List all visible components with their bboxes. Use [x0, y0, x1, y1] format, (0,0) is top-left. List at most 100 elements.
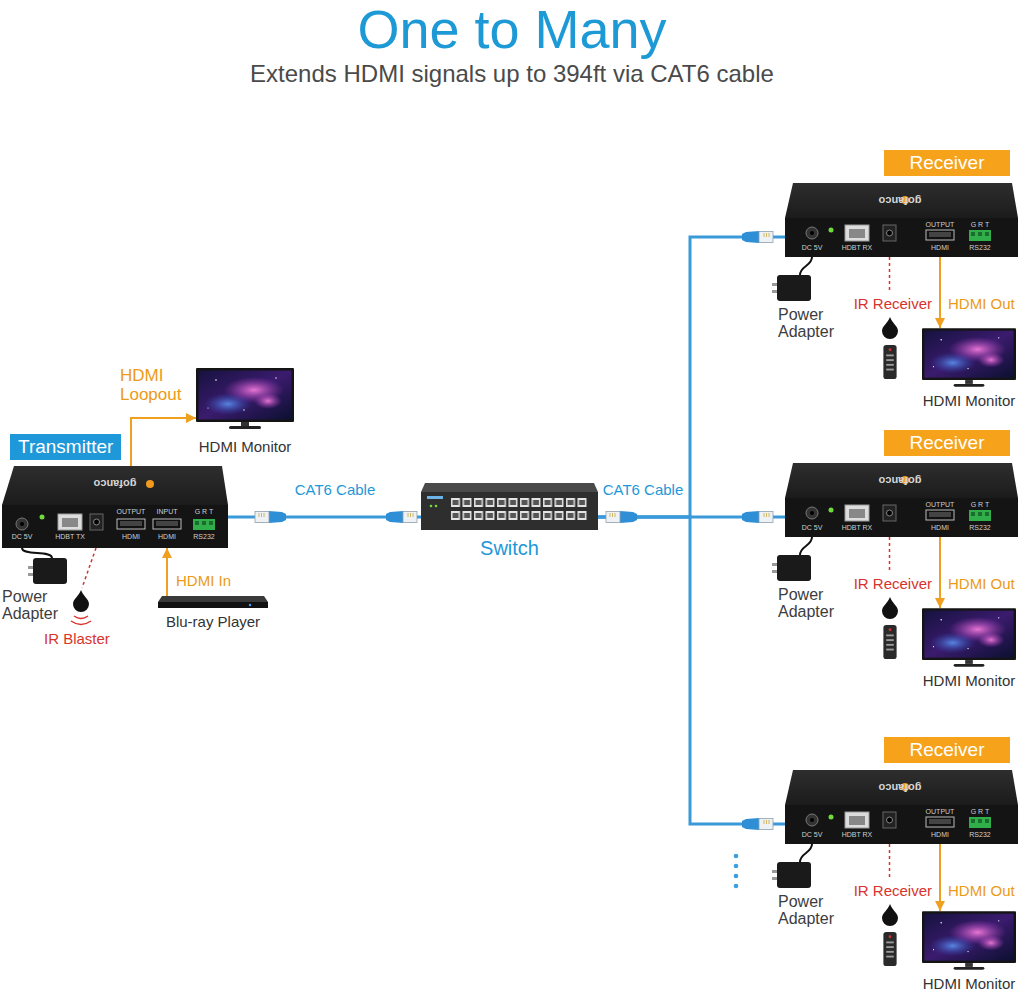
rect-part	[427, 496, 443, 499]
edge-label: CAT6 Cable	[290, 481, 380, 498]
circle-part	[94, 519, 100, 525]
port-label: DC 5V	[8, 533, 36, 541]
port-label: HDMI	[925, 831, 955, 839]
hdmi-monitor: HDMI Monitor	[196, 368, 294, 430]
loopout-monitor	[196, 368, 294, 429]
path-part	[22, 548, 52, 558]
port-label: OUTPUT	[922, 501, 958, 509]
node-label: Receiver	[884, 430, 1010, 456]
rect-part	[421, 492, 598, 530]
polygon-part	[421, 483, 598, 492]
node-label: Blu-ray Player	[148, 613, 278, 630]
port-label: HDMI	[925, 244, 955, 252]
port-label: HDBT RX	[839, 244, 875, 252]
circle-part	[16, 518, 28, 530]
rect-part	[62, 518, 78, 527]
use-part	[883, 625, 896, 659]
use-part	[922, 608, 1016, 667]
edge-label: CAT6 Cable	[598, 481, 688, 498]
hdmi-monitor: HDMI Monitor	[922, 911, 1016, 971]
node-label: HDMI Monitor	[918, 672, 1020, 689]
rect-part	[209, 521, 213, 525]
pin-label: G R T	[189, 508, 219, 516]
rect-part	[117, 519, 145, 529]
rj45-plug	[742, 818, 773, 830]
hdmi-arrow	[939, 537, 941, 608]
rect-part	[195, 521, 199, 525]
path-part	[889, 537, 891, 571]
use-part	[922, 328, 1016, 387]
use-part	[772, 275, 811, 301]
circle-part	[734, 854, 739, 859]
path-part	[889, 844, 891, 878]
port-label: HDBT TX	[52, 533, 88, 541]
transmitter-illustration	[2, 466, 228, 548]
pin-label: G R T	[965, 221, 995, 229]
edge-label: HDMI Out	[948, 295, 1020, 312]
circle-part	[40, 515, 45, 520]
part-label: IR Receiver	[846, 295, 932, 312]
path-part	[800, 537, 812, 555]
port-label: OUTPUT	[922, 221, 958, 229]
use-part	[883, 345, 896, 379]
path-part	[71, 616, 91, 625]
hdmi-arrow	[131, 418, 196, 466]
use-part	[883, 932, 896, 966]
rj45-plug	[255, 511, 286, 523]
rj45-plug	[742, 231, 773, 243]
circle-part	[146, 480, 154, 488]
circle-part	[20, 522, 24, 526]
hdmi-arrow	[166, 548, 168, 596]
rect-part	[450, 497, 588, 523]
rj45-plug	[606, 511, 637, 523]
use-part	[28, 558, 67, 584]
circle-part	[734, 884, 739, 889]
port-label: HDBT RX	[839, 524, 875, 532]
part-label: Power Adapter	[778, 586, 840, 620]
port-label: DC 5V	[798, 244, 826, 252]
port-label: HDMI	[152, 533, 182, 541]
use-part	[785, 770, 1018, 844]
circle-part	[435, 505, 438, 508]
node-label: Transmitter	[10, 434, 121, 460]
network-switch: Switch	[421, 483, 598, 530]
polygon-part	[2, 466, 228, 505]
pin-label: G R T	[965, 808, 995, 816]
path-part	[889, 257, 891, 291]
node-label: Switch	[421, 537, 598, 560]
circle-part	[430, 505, 433, 508]
bluray-player: Blu-ray Player	[158, 596, 268, 608]
part-label: Power Adapter	[778, 893, 840, 927]
port-label: OUTPUT	[113, 508, 149, 516]
use-part	[882, 904, 898, 926]
rj45-plug	[386, 511, 417, 523]
brand-logo: gofanco	[870, 781, 930, 794]
brand-logo: gofanco	[85, 477, 145, 490]
use-part	[73, 590, 89, 612]
rect-part	[153, 519, 181, 529]
node-label: HDMI Monitor	[918, 975, 1020, 992]
port-label: RS232	[965, 831, 995, 839]
path-part	[800, 257, 812, 275]
port-label: RS232	[965, 524, 995, 532]
use-part	[882, 317, 898, 339]
node-label: HDMI Monitor	[918, 392, 1020, 409]
rect-part	[156, 521, 178, 526]
port-label: HDMI	[116, 533, 146, 541]
more-dots	[734, 854, 739, 889]
rect-part	[58, 514, 82, 530]
use-part	[922, 911, 1016, 970]
cat6-cable	[598, 237, 785, 517]
path-part	[800, 844, 812, 862]
part-label: Power Adapter	[2, 588, 64, 622]
port-label: INPUT	[149, 508, 185, 516]
rect-part	[202, 521, 206, 525]
hdmi-monitor: HDMI Monitor	[922, 328, 1016, 388]
port-label: HDBT RX	[839, 831, 875, 839]
hdmi-monitor: HDMI Monitor	[922, 608, 1016, 668]
path-part	[82, 548, 96, 588]
use-part	[785, 183, 1018, 257]
edge-label: HDMI Out	[948, 882, 1020, 899]
